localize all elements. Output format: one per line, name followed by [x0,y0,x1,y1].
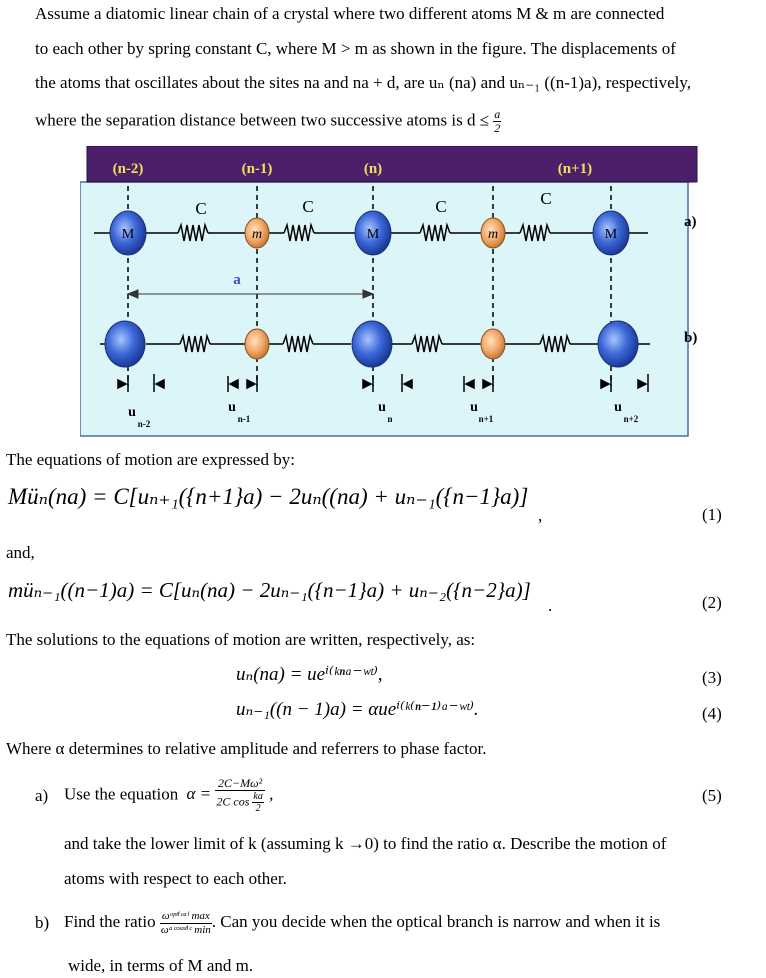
question-b-pre: Find the ratio [64,912,156,931]
alpha-fraction: 2C−Mω² 2C cos ka 2 [215,777,265,814]
disp-u-1: u [128,405,136,420]
atom-big-a-2 [354,210,392,256]
equation-2-number: (2) [702,593,722,612]
spring-label-c-2: C [302,197,313,216]
question-a-pre: Use the equation [64,784,179,804]
atom-small-b-2 [480,328,506,360]
ka-den: 2 [255,803,261,814]
equation-1-comma: , [538,506,543,525]
atom-big-b-3 [597,320,639,368]
alpha-frac-num: 2C−Mω² [215,777,265,791]
equation-4: uₙ₋₁((n − 1)a) = αueⁱ⁽ᵏ⁽ⁿ⁻¹⁾ᵃ⁻ʷᵗ⁾. [236,699,479,720]
alpha-frac-den-pre: 2C cos [216,794,250,809]
equation-2-period: . [548,596,553,615]
question-a-equation-line: Use the equation α = 2C−Mω² 2C cos ka 2 … [64,777,274,815]
atom-label-M-1: M [122,227,135,242]
intro-line-1: Assume a diatomic linear chain of a crys… [35,4,665,23]
alpha-frac-den: 2C cos ka 2 [215,791,264,814]
header-label-n-plus-1: (n+1) [558,161,592,177]
equation-4-number: (4) [702,704,722,723]
atom-big-a-1 [109,210,147,256]
row-a-label: a) [684,214,697,230]
atom-label-m-1: m [252,227,262,242]
question-a-post: , [269,784,274,804]
header-label-n: (n) [364,161,382,177]
ka-num: ka [252,791,264,803]
frac-den: 2 [494,121,501,135]
question-b-line-2: wide, in terms of M and m. [68,956,254,975]
equation-3-number: (3) [702,668,722,687]
spacing-arrow [126,289,375,299]
question-a-line-2: and take the lower limit of k (assuming … [64,834,667,853]
alpha-description: Where α determines to relative amplitude… [6,739,487,758]
disp-u-4: u [470,400,478,415]
displacement-markers [117,374,649,392]
header-label-n-1: (n-1) [242,161,273,177]
question-b-line-1: Find the ratio ωᵒᵖᵗⁱᶜᵃˡ max ωᵃᶜᵒᵘˢᵗⁱᶜ mi… [64,900,660,944]
equation-1: Müₙ(na) = C[uₙ₊₁({n+1}a) − 2uₙ((na) + uₙ… [8,484,529,509]
half-a-fraction: a 2 [493,107,502,135]
intro-line-4-text: where the separation distance between tw… [35,110,490,130]
question-a-line-3: atoms with respect to each other. [64,869,287,888]
atom-label-m-2: m [488,227,498,242]
disp-sub-1: n-2 [138,419,151,429]
figure-header-bar [86,146,698,183]
omega-ratio-fraction: ωᵒᵖᵗⁱᶜᵃˡ max ωᵃᶜᵒᵘˢᵗⁱᶜ min [159,909,212,937]
question-a-alpha: α = [186,784,212,804]
atom-big-b-2 [351,320,393,368]
row-b-springs [100,333,650,353]
disp-sub-5: n+2 [624,414,639,424]
diatomic-chain-figure: (n-2) (n-1) (n) (n+1) C C C C [80,146,698,437]
equation-2: müₙ₋₁((n−1)a) = C[uₙ(na) − 2uₙ₋₁({n−1}a)… [8,578,531,602]
frac-num: a [493,107,502,122]
omega-optical-max: ωᵒᵖᵗⁱᶜᵃˡ max [159,909,212,924]
atom-label-M-3: M [605,227,618,242]
question-b-label: b) [35,913,50,932]
equation-5-number: (5) [702,786,722,805]
atom-small-a-2 [480,217,506,249]
atom-small-b-1 [244,328,270,360]
atom-small-a-1 [244,217,270,249]
row-b-label: b) [684,330,697,346]
intro-line-3: the atoms that oscillates about the site… [35,73,692,92]
spring-label-c-1: C [195,199,206,218]
row-a-springs [94,222,648,242]
question-a-label: a) [35,786,49,805]
disp-u-2: u [228,400,236,415]
atom-big-b-1 [104,320,146,368]
header-label-n-2: (n-2) [113,161,144,177]
equations-intro: The equations of motion are expressed by… [6,450,295,469]
equation-3: uₙ(na) = ueⁱ⁽ᵏⁿᵃ⁻ʷᵗ⁾, [236,664,383,685]
atom-label-M-2: M [367,227,380,242]
spring-label-c-4: C [540,189,551,208]
disp-sub-3: n [387,414,392,424]
and-text: and, [6,543,35,562]
disp-sub-4: n+1 [479,414,494,424]
spacing-label-a: a [233,272,241,288]
disp-u-5: u [614,400,622,415]
solutions-intro: The solutions to the equations of motion… [6,630,476,649]
omega-acoustic-min: ωᵃᶜᵒᵘˢᵗⁱᶜ min [160,923,211,936]
intro-line-2: to each other by spring constant C, wher… [35,39,676,58]
ka-over-2: ka 2 [252,791,264,814]
question-b-post: . Can you decide when the optical branch… [211,912,661,931]
equation-1-number: (1) [702,505,722,524]
intro-line-4: where the separation distance between tw… [35,107,502,135]
disp-u-3: u [378,400,386,415]
atom-big-a-3 [592,210,630,256]
disp-sub-2: n-1 [238,414,251,424]
spring-label-c-3: C [435,197,446,216]
